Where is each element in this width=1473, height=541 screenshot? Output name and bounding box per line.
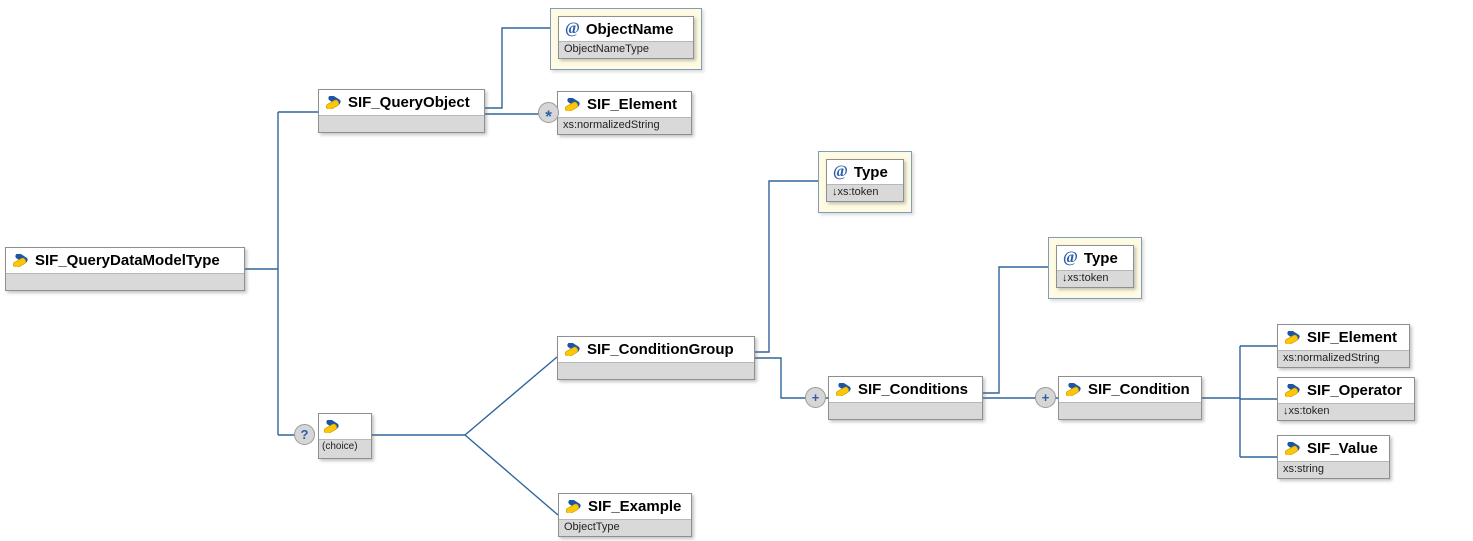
node-label: SIF_QueryObject	[348, 94, 470, 111]
element-icon	[1065, 383, 1082, 396]
node-label: SIF_Value	[1307, 440, 1378, 457]
node-type-label	[829, 402, 982, 419]
node-sif-value[interactable]: SIF_Value xs:string	[1277, 435, 1390, 479]
element-icon	[835, 383, 852, 396]
occurrence-zero-or-more-icon: *	[538, 102, 559, 125]
occurrence-one-or-more-icon: +	[1035, 387, 1056, 408]
node-label: SIF_Element	[1307, 329, 1398, 346]
element-icon	[1284, 331, 1301, 344]
connector-conditiongroup-to-conditions	[755, 357, 828, 399]
node-type-label	[558, 362, 754, 379]
node-label: SIF_Operator	[1307, 382, 1403, 399]
connector-choice-fork	[370, 356, 559, 516]
attribute-type-conditiongroup-container[interactable]: @ Type ↓xs:token	[818, 151, 912, 213]
node-sif-querydatamodeltype[interactable]: SIF_QueryDataModelType	[5, 247, 245, 291]
node-label: SIF_QueryDataModelType	[35, 252, 220, 269]
node-type-label: xs:normalizedString	[558, 117, 691, 134]
connector-queryobject-to-objectname	[485, 27, 550, 109]
node-sif-operator[interactable]: SIF_Operator ↓xs:token	[1277, 377, 1415, 421]
attribute-objectname-container[interactable]: @ ObjectName ObjectNameType	[550, 8, 702, 70]
node-type-label: ObjectNameType	[559, 41, 693, 58]
attribute-icon: @	[1063, 249, 1078, 266]
element-icon	[325, 96, 342, 109]
node-label: Type	[1083, 249, 1118, 267]
node-type-label: xs:normalizedString	[1278, 350, 1409, 367]
element-icon	[564, 343, 581, 356]
occurrence-optional-icon: ?	[294, 424, 315, 445]
element-icon	[565, 500, 582, 513]
connector-conditions-to-type	[983, 266, 1048, 394]
node-label: SIF_ConditionGroup	[587, 341, 734, 358]
connector-condition-children	[1202, 345, 1277, 458]
element-icon	[12, 254, 29, 267]
node-sif-conditiongroup[interactable]: SIF_ConditionGroup	[557, 336, 755, 380]
node-label: ObjectName	[585, 20, 674, 38]
element-icon	[1284, 442, 1301, 455]
connector-root-branch	[244, 111, 318, 436]
node-type-label: ObjectType	[559, 519, 691, 536]
element-icon	[1284, 384, 1301, 397]
node-sif-element-condition[interactable]: SIF_Element xs:normalizedString	[1277, 324, 1410, 368]
node-type-label	[6, 273, 244, 290]
node-sif-conditions[interactable]: SIF_Conditions	[828, 376, 983, 420]
node-type-label: ↓xs:token	[827, 184, 903, 201]
node-sif-example[interactable]: SIF_Example ObjectType	[558, 493, 692, 537]
node-sif-queryobject[interactable]: SIF_QueryObject	[318, 89, 485, 133]
choice-label: (choice)	[319, 439, 371, 458]
node-label: SIF_Conditions	[858, 381, 968, 398]
node-choice-compositor[interactable]: (choice)	[318, 413, 372, 459]
attribute-type-conditions-container[interactable]: @ Type ↓xs:token	[1048, 237, 1142, 299]
occurrence-one-or-more-icon: +	[805, 387, 826, 408]
node-sif-element-query[interactable]: SIF_Element xs:normalizedString	[557, 91, 692, 135]
attribute-icon: @	[565, 20, 580, 37]
connector-conditiongroup-to-type	[755, 180, 818, 353]
node-type-label: ↓xs:token	[1278, 403, 1414, 420]
node-type-label	[319, 115, 484, 132]
node-label: SIF_Example	[588, 498, 682, 515]
choice-icon	[323, 420, 340, 433]
node-type-label	[1059, 402, 1201, 419]
node-label: Type	[853, 163, 888, 181]
attribute-icon: @	[833, 163, 848, 180]
node-label: SIF_Condition	[1088, 381, 1190, 398]
element-icon	[564, 98, 581, 111]
node-sif-condition[interactable]: SIF_Condition	[1058, 376, 1202, 420]
node-type-label: ↓xs:token	[1057, 270, 1133, 287]
node-label: SIF_Element	[587, 96, 678, 113]
node-type-label: xs:string	[1278, 461, 1389, 478]
